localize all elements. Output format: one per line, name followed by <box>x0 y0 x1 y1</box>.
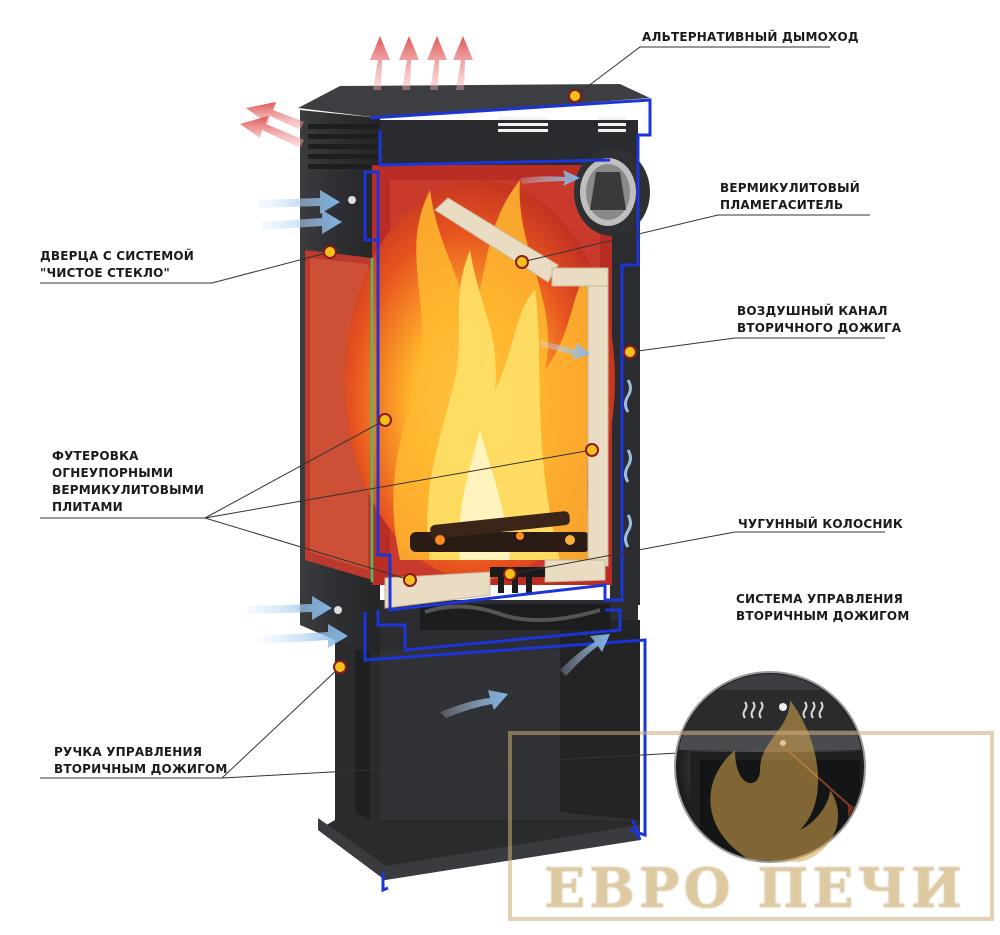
label-control-system-line1: СИСТЕМА УПРАВЛЕНИЯ <box>736 592 904 606</box>
label-handle: РУЧКА УПРАВЛЕНИЯ ВТОРИЧНЫМ ДОЖИГОМ <box>54 744 227 778</box>
marker-grate <box>503 567 517 581</box>
watermark-text: ЕВРО ПЕЧИ <box>544 856 966 920</box>
marker-flame-damper <box>515 255 529 269</box>
label-chimney-text: АЛЬТЕРНАТИВНЫЙ ДЫМОХОД <box>642 30 859 44</box>
label-flame-damper-line1: ВЕРМИКУЛИТОВЫЙ <box>720 181 861 195</box>
hot-air-arrows <box>240 36 473 148</box>
label-door-line1: ДВЕРЦА С СИСТЕМОЙ <box>40 249 195 263</box>
watermark-flame-logo <box>710 700 839 862</box>
label-handle-line1: РУЧКА УПРАВЛЕНИЯ <box>54 745 203 759</box>
label-flame-damper: ВЕРМИКУЛИТОВЫЙ ПЛАМЕГАСИТЕЛЬ <box>720 180 860 214</box>
firebox <box>305 148 650 609</box>
label-chimney: АЛЬТЕРНАТИВНЫЙ ДЫМОХОД <box>642 29 859 46</box>
section-outline <box>363 98 652 893</box>
inner-vent-slots <box>498 117 626 132</box>
flame-core <box>427 250 560 560</box>
marker-chimney <box>568 89 582 103</box>
firewood <box>410 511 590 552</box>
callout-markers <box>323 89 637 674</box>
channel-air-waves <box>624 379 632 548</box>
marker-lining-1 <box>378 413 392 427</box>
label-grate-text: ЧУГУННЫЙ КОЛОСНИК <box>738 517 903 531</box>
label-air-channel: ВОЗДУШНЫЙ КАНАЛ ВТОРИЧНОГО ДОЖИГА <box>737 303 901 337</box>
marker-handle <box>333 660 347 674</box>
label-air-channel-line1: ВОЗДУШНЫЙ КАНАЛ <box>737 304 888 318</box>
watermark-frame <box>508 731 994 921</box>
label-lining-line2: ОГНЕУПОРНЫМИ <box>52 466 174 480</box>
marker-lining-3 <box>403 573 417 587</box>
label-grate: ЧУГУННЫЙ КОЛОСНИК <box>738 516 903 533</box>
marker-air-channel <box>623 345 637 359</box>
marker-door <box>323 245 337 259</box>
air-inlet-holes <box>334 196 356 614</box>
top-vent-grille <box>308 124 378 169</box>
label-flame-damper-line2: ПЛАМЕГАСИТЕЛЬ <box>720 198 844 212</box>
label-lining-line3: ВЕРМИКУЛИТОВЫМИ <box>52 483 205 497</box>
label-control-system-line2: ВТОРИЧНЫМ ДОЖИГОМ <box>736 609 910 623</box>
chimney-pipe <box>574 148 650 236</box>
label-control-system: СИСТЕМА УПРАВЛЕНИЯ ВТОРИЧНЫМ ДОЖИГОМ <box>736 591 909 625</box>
grate <box>490 567 545 593</box>
marker-lining-2 <box>585 443 599 457</box>
label-door: ДВЕРЦА С СИСТЕМОЙ "ЧИСТОЕ СТЕКЛО" <box>40 248 194 282</box>
label-lining: ФУТЕРОВКА ОГНЕУПОРНЫМИ ВЕРМИКУЛИТОВЫМИ П… <box>52 448 204 516</box>
label-air-channel-line2: ВТОРИЧНОГО ДОЖИГА <box>737 321 902 335</box>
label-lining-line1: ФУТЕРОВКА <box>52 449 139 463</box>
label-handle-line2: ВТОРИЧНЫМ ДОЖИГОМ <box>54 762 228 776</box>
label-door-line2: "ЧИСТОЕ СТЕКЛО" <box>40 266 170 280</box>
cold-air-arrows <box>248 170 610 718</box>
label-lining-line4: ПЛИТАМИ <box>52 500 123 514</box>
